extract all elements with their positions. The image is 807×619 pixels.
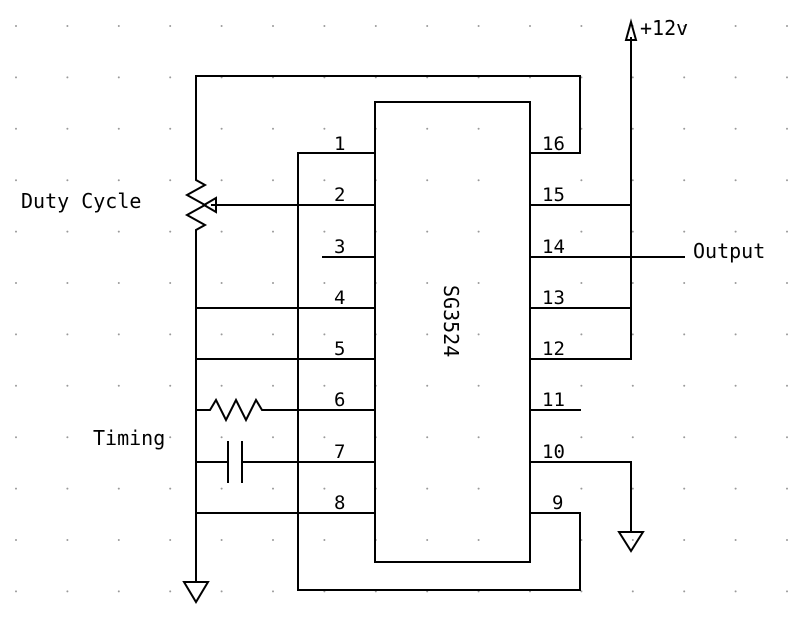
pin-3-label: 3 [334, 236, 345, 258]
pin-2-label: 2 [334, 184, 345, 206]
pin-7-label: 7 [334, 441, 345, 463]
pin-4-label: 4 [334, 287, 345, 309]
output-label: Output [693, 239, 765, 263]
ic-label: SG3524 [439, 285, 463, 357]
pot-wiper-arrow [202, 196, 217, 214]
grid-dots [15, 25, 788, 593]
pin-5-label: 5 [334, 338, 345, 360]
wire-pin1-pin9-loop [297, 152, 581, 591]
ground-symbol-left [182, 581, 210, 604]
pin-9-label: 9 [552, 492, 563, 514]
supply-label: +12v [640, 16, 688, 40]
left-pin-leads [322, 152, 376, 514]
right-pin-leads [529, 152, 581, 514]
pin-12-label: 12 [542, 338, 565, 360]
ground-symbol-right [617, 531, 645, 553]
duty-cycle-potentiometer [184, 168, 208, 236]
pin-13-label: 13 [542, 287, 565, 309]
pin-10-label: 10 [542, 441, 565, 463]
supply-arrow-icon [624, 18, 638, 41]
ic-body [374, 101, 531, 563]
pin-8-label: 8 [334, 492, 345, 514]
pin-11-label: 11 [542, 389, 565, 411]
timing-label: Timing [93, 426, 165, 450]
pin-14-label: 14 [542, 236, 565, 258]
pin-16-label: 16 [542, 133, 565, 155]
wire-pot-to-pin16 [195, 75, 581, 169]
wire-pin10-ground [579, 461, 632, 533]
pin-1-label: 1 [334, 133, 345, 155]
timing-resistor [196, 397, 323, 423]
pin-15-label: 15 [542, 184, 565, 206]
duty-cycle-label: Duty Cycle [21, 189, 141, 213]
pin-6-label: 6 [334, 389, 345, 411]
